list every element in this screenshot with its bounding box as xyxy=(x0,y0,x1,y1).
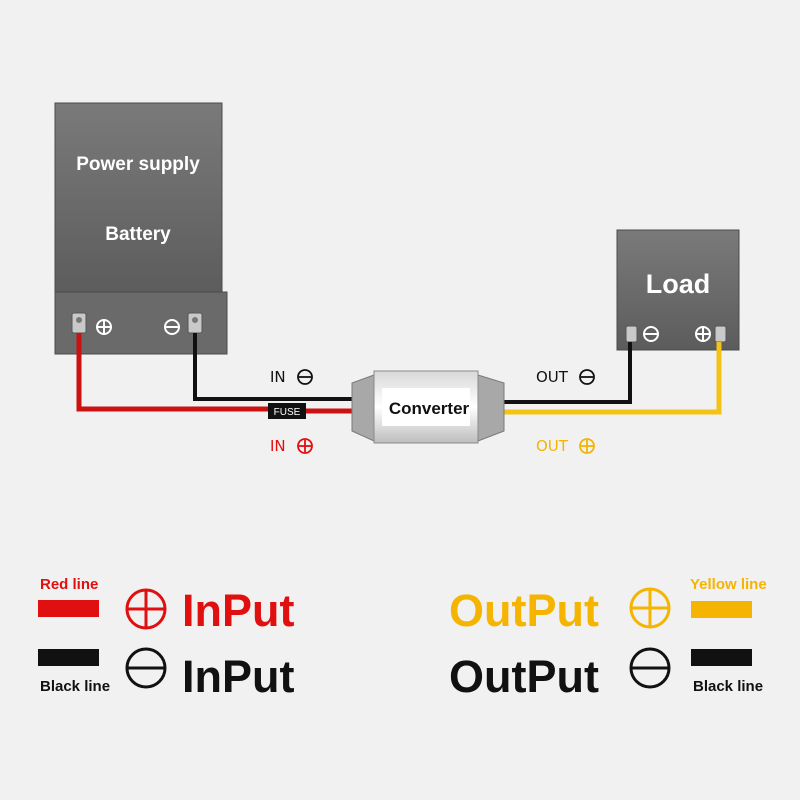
fuse-label: FUSE xyxy=(274,407,301,418)
yellow-line-swatch xyxy=(691,601,752,618)
red-input-wire xyxy=(76,333,272,412)
label-out-negative: OUT xyxy=(536,368,595,386)
load-box: Load xyxy=(616,229,740,351)
load-negative-terminal xyxy=(625,325,659,343)
minus-circle-icon xyxy=(629,647,671,689)
plus-icon xyxy=(297,438,313,454)
minus-icon xyxy=(579,369,595,385)
converter-module: Converter xyxy=(351,370,505,444)
battery-title: Power supply xyxy=(76,154,200,175)
load-positive-terminal xyxy=(695,325,727,343)
plus-circle-icon xyxy=(125,588,167,630)
legend-black-input-text: InPut xyxy=(182,651,294,702)
label-in-negative: IN xyxy=(270,368,313,386)
yellow-output-wire xyxy=(485,342,722,415)
minus-circle-icon xyxy=(125,647,167,689)
label-in-positive: IN xyxy=(270,437,313,455)
legend-black-output: OutPut Black line xyxy=(449,647,763,702)
battery-box: Power supply Battery xyxy=(54,102,228,355)
legend-red-input: Red line InPut xyxy=(38,576,294,636)
out-positive-text: OUT xyxy=(536,437,569,455)
plus-circle-icon xyxy=(629,587,671,629)
converter-label: Converter xyxy=(389,399,470,418)
black-output-wire xyxy=(485,342,632,404)
plus-icon xyxy=(579,438,595,454)
minus-icon xyxy=(297,369,313,385)
legend-black-line-label: Black line xyxy=(40,678,110,695)
black-line-swatch xyxy=(691,649,752,666)
label-out-positive: OUT xyxy=(536,437,595,455)
black-line-swatch xyxy=(38,649,99,666)
legend-red-line-label: Red line xyxy=(40,576,98,593)
black-input-wire xyxy=(193,333,365,401)
legend-black-out-line-label: Black line xyxy=(693,678,763,695)
battery-subtitle: Battery xyxy=(105,224,171,245)
legend-black-input: Black line InPut xyxy=(38,647,294,702)
battery-positive-terminal xyxy=(71,312,112,335)
legend-yellow-line-label: Yellow line xyxy=(690,576,767,593)
load-title: Load xyxy=(646,269,711,299)
legend-yellow-output: OutPut Yellow line xyxy=(449,576,767,636)
out-negative-text: OUT xyxy=(536,368,569,386)
in-negative-text: IN xyxy=(270,368,286,386)
fuse: FUSE xyxy=(268,403,306,419)
red-line-swatch xyxy=(38,600,99,617)
in-positive-text: IN xyxy=(270,437,286,455)
legend-red-input-text: InPut xyxy=(182,585,294,636)
legend-yellow-output-text: OutPut xyxy=(449,585,599,636)
legend-black-output-text: OutPut xyxy=(449,651,599,702)
